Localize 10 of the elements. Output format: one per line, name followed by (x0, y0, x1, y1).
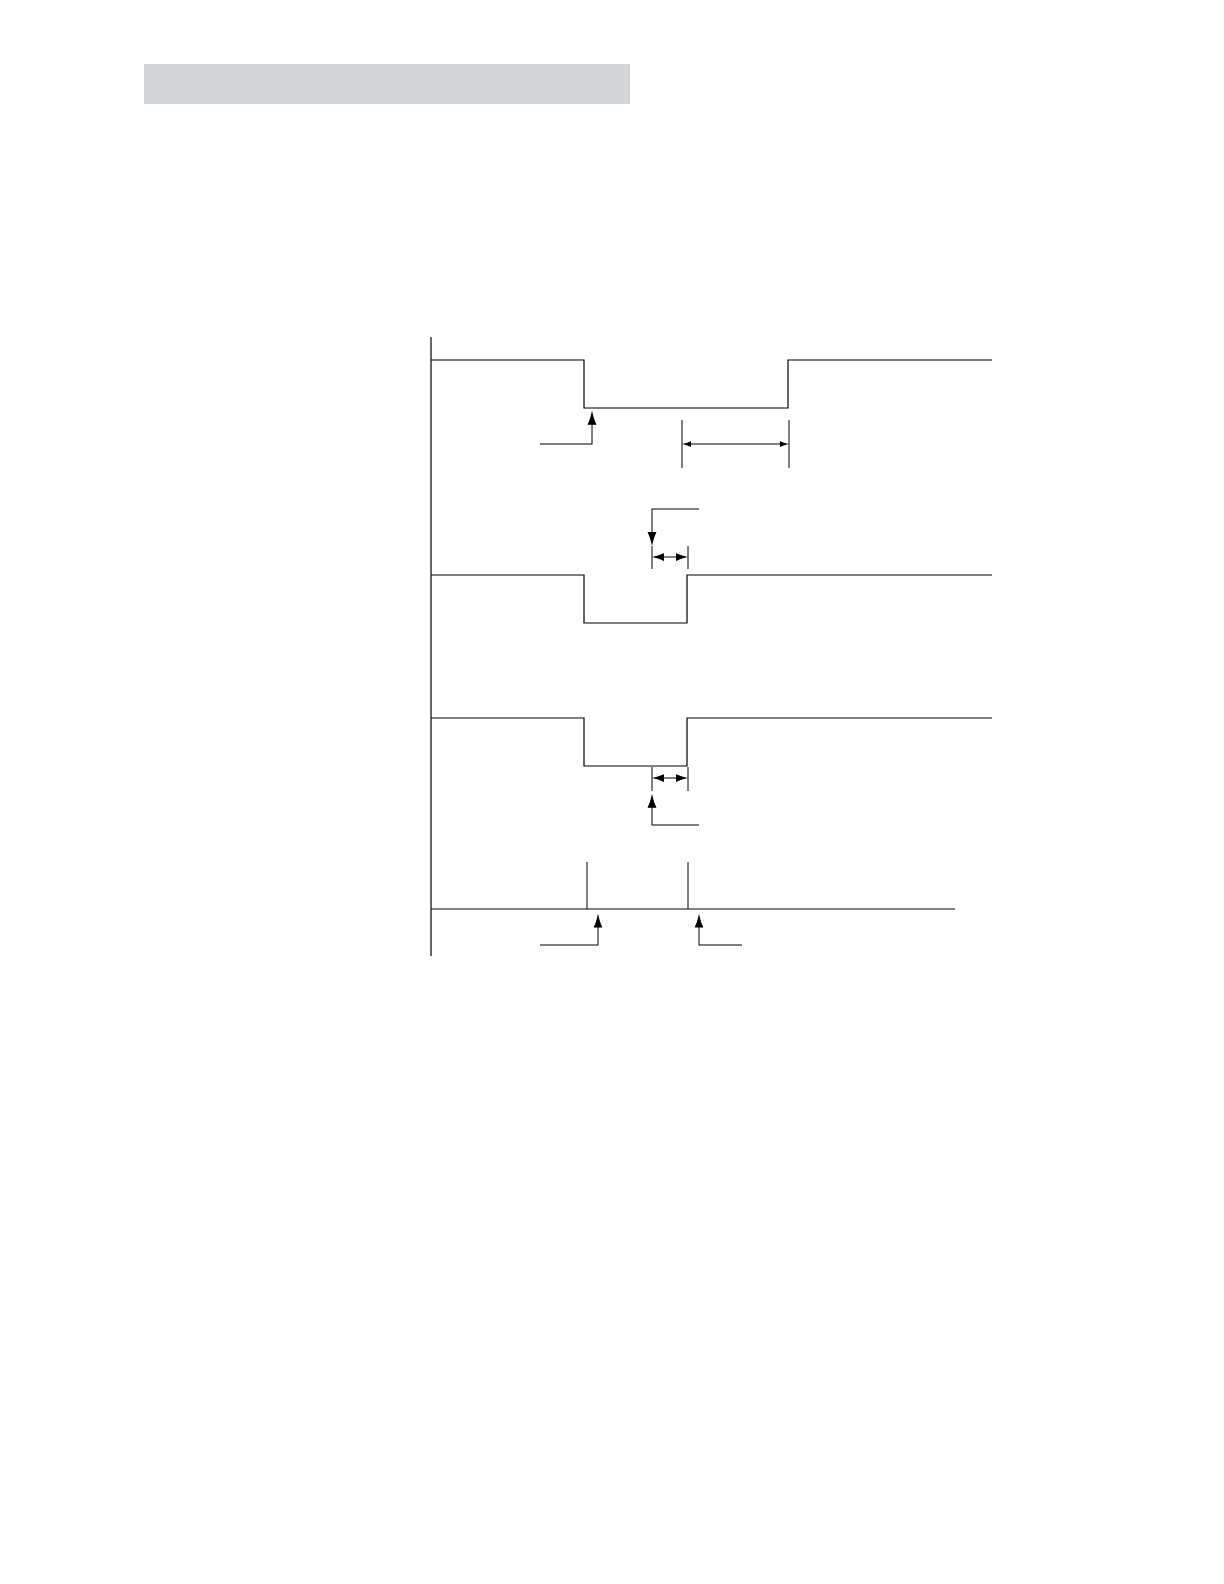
waveform (430, 574, 993, 624)
leader-line (647, 795, 700, 826)
waveform (430, 717, 993, 767)
leader-line (694, 915, 743, 946)
waveform (430, 359, 993, 409)
dimension-line (651, 766, 689, 792)
dimension-line (651, 545, 689, 570)
leader-line (539, 915, 603, 946)
leader-line (539, 412, 597, 445)
leader-line (647, 508, 700, 545)
